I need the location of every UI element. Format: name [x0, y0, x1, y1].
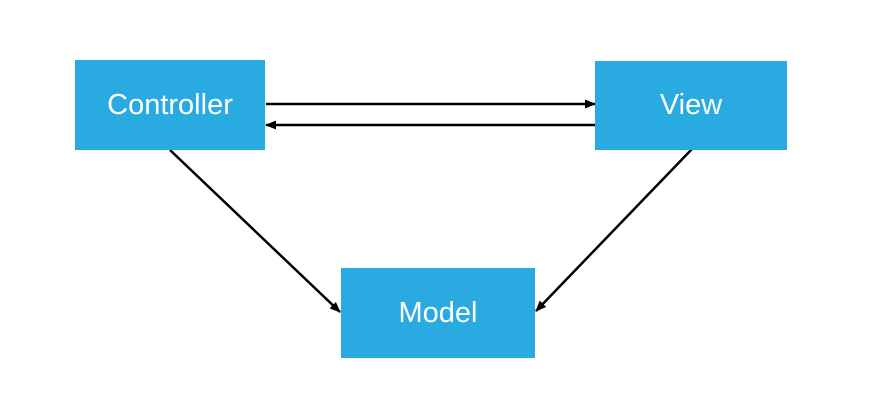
arrow-view-to-model: [535, 148, 693, 312]
arrow-controller-to-model: [169, 149, 341, 313]
node-controller-label: Controller: [107, 88, 233, 121]
node-model: Model: [341, 268, 535, 358]
node-view-label: View: [659, 89, 723, 121]
node-view: View: [595, 61, 787, 150]
node-model-label: Model: [398, 296, 478, 329]
node-controller: Controller: [75, 60, 265, 150]
